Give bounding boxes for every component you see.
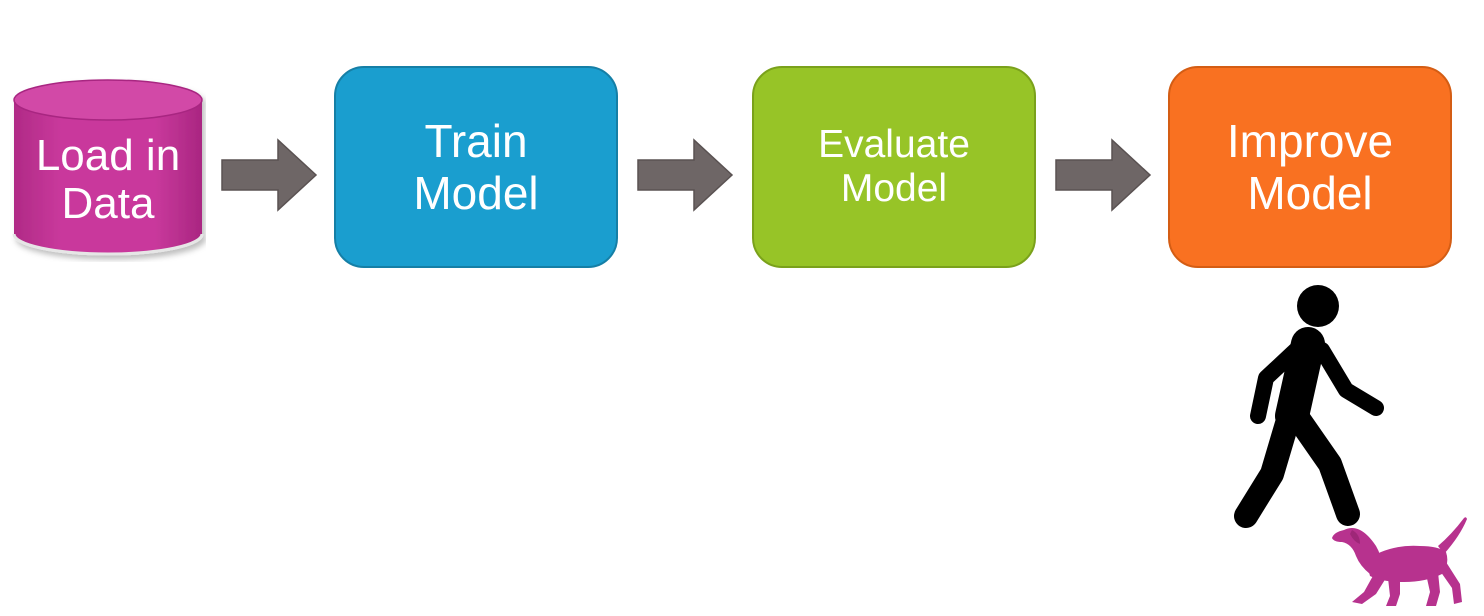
load-data-step: Load in Data <box>10 78 206 262</box>
train-model-label-line-1: Train <box>424 114 528 167</box>
load-data-label: Load in Data <box>10 131 206 229</box>
improve-model-label-line-1: Improve <box>1226 114 1394 167</box>
person-walking-icon <box>1234 285 1384 528</box>
train-model-label-line-2: Model <box>413 167 539 219</box>
right-arrow-icon <box>221 138 318 212</box>
evaluate-model-step: Evaluate Model <box>752 66 1036 268</box>
improve-model-label-line-2: Model <box>1247 167 1373 219</box>
database-cylinder-icon <box>12 79 204 256</box>
train-model-step: Train Model <box>334 66 618 268</box>
right-arrow-icon <box>637 138 734 212</box>
load-data-label-line-2: Data <box>61 179 155 229</box>
evaluate-model-label-line-2: Model <box>840 167 948 210</box>
improve-model-step: Improve Model <box>1168 66 1452 268</box>
evaluate-model-label-line-1: Evaluate <box>818 122 970 166</box>
load-data-label-line-1: Load in <box>35 131 181 180</box>
dog-icon <box>1332 517 1467 606</box>
right-arrow-icon <box>1055 138 1152 212</box>
